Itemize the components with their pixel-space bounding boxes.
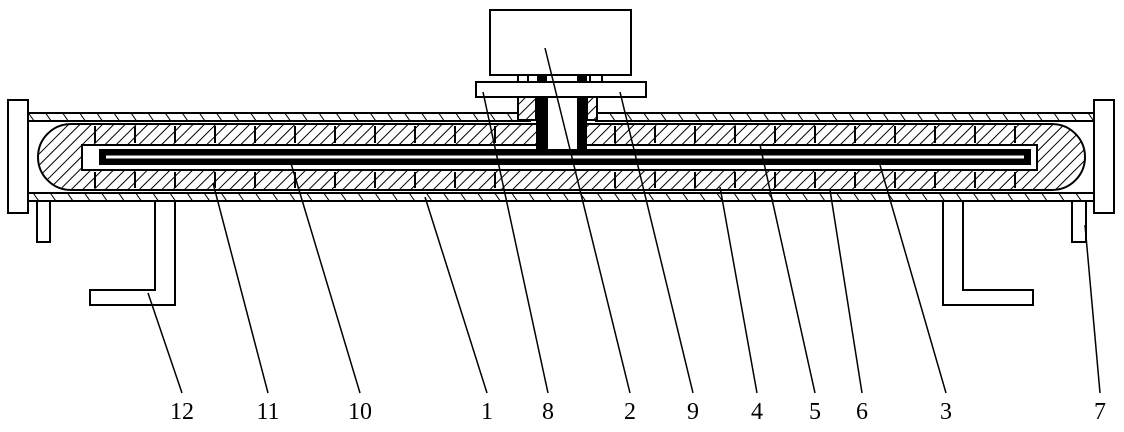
part-label-10: 10 [348,399,372,425]
leader-line-12 [147,292,183,394]
leader-line-7 [1084,224,1101,394]
part-label-3: 3 [940,399,952,425]
part-label-5: 5 [809,399,821,425]
outer-tube-top-right [595,112,1095,122]
leader-line-6 [829,189,863,394]
leader-line-9 [619,91,694,394]
leader-line-3 [879,164,947,394]
left-support [89,200,176,306]
left-tab [36,200,51,243]
drive-box [489,9,632,76]
leader-line-5 [759,144,816,394]
outer-tube-bottom [27,192,1095,202]
pipe-wall-left [536,94,548,153]
part-label-8: 8 [542,399,554,425]
leader-line-1 [424,196,488,394]
leader-line-8 [482,91,549,394]
leader-line-4 [719,186,758,394]
part-label-6: 6 [856,399,868,425]
part-label-12: 12 [170,399,194,425]
part-label-2: 2 [624,399,636,425]
leader-line-10 [289,159,361,394]
part-label-11: 11 [256,399,279,425]
leader-line-2 [544,47,631,394]
right-flange [1093,99,1115,214]
pipe-wall-right [577,94,587,153]
right-support [942,200,1034,306]
part-label-7: 7 [1094,399,1106,425]
mounting-plate [475,81,647,98]
outer-tube-top-left [27,112,531,122]
part-label-4: 4 [751,399,763,425]
part-label-9: 9 [687,399,699,425]
right-tab [1071,200,1087,243]
left-flange [7,99,29,214]
leader-line-11 [212,182,269,394]
part-label-1: 1 [481,399,493,425]
